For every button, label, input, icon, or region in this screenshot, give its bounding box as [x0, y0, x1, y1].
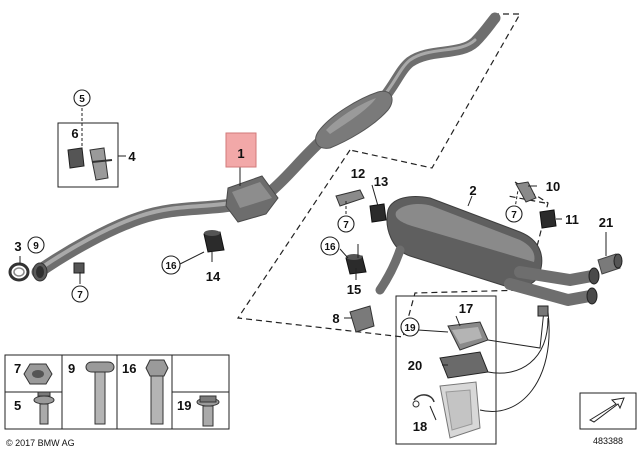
callout-1[interactable]: 1	[237, 146, 244, 161]
callout-18[interactable]: 18	[413, 419, 427, 434]
pipe-bracket-small[interactable]	[73, 262, 85, 274]
callout-7a-circle	[71, 285, 89, 303]
hex-nut-icon[interactable]	[23, 363, 53, 385]
detail-link-lines	[479, 309, 550, 412]
callout-9[interactable]: 9	[33, 241, 39, 252]
callout-4[interactable]: 4	[128, 149, 136, 164]
assembly-outline-rear	[236, 149, 549, 338]
rubber-mount-13[interactable]	[369, 203, 387, 223]
bracket-8[interactable]	[349, 305, 375, 333]
highlight-box-part-1[interactable]	[225, 132, 257, 168]
callout-19-circle	[400, 317, 420, 337]
callout-7a[interactable]: 7	[77, 290, 83, 301]
legend-label-7: 7	[14, 361, 21, 376]
legend-label-16: 16	[122, 361, 136, 376]
callout-10[interactable]: 10	[546, 179, 560, 194]
callout-9-circle	[27, 236, 45, 254]
rear-silencer[interactable]	[375, 196, 600, 306]
middle-silencer[interactable]	[315, 90, 393, 149]
rubber-mount-14[interactable]	[203, 230, 225, 253]
callout-7b[interactable]: 7	[343, 220, 349, 231]
callout-7c-circle	[505, 205, 523, 223]
callout-16a-circle	[161, 255, 181, 275]
rubber-mount-11[interactable]	[539, 209, 557, 229]
sensor-mount-point[interactable]	[537, 305, 549, 317]
callout-20[interactable]: 20	[408, 358, 422, 373]
torx-bolt-icon[interactable]	[196, 395, 220, 427]
legend-label-5: 5	[14, 398, 21, 413]
doc-number: 483388	[593, 436, 623, 446]
callout-16a[interactable]: 16	[165, 261, 177, 272]
callout-15[interactable]: 15	[347, 282, 361, 297]
callout-12[interactable]: 12	[351, 166, 365, 181]
assembly-outline-link	[507, 195, 546, 204]
heat-shield-18[interactable]	[439, 381, 481, 439]
clamp-ring[interactable]	[8, 262, 30, 282]
callout-16b[interactable]: 16	[324, 242, 336, 253]
callout-5[interactable]: 5	[79, 94, 85, 105]
mount-bracket-6[interactable]	[67, 147, 113, 181]
bracket-10[interactable]	[515, 181, 537, 203]
legend-label-9: 9	[68, 361, 75, 376]
front-pipe[interactable]	[31, 12, 501, 282]
copyright-text: © 2017 BMW AG	[6, 438, 75, 448]
sensor-housing-17[interactable]	[447, 321, 489, 351]
mount-detail-box	[57, 122, 119, 188]
orientation-arrow-icon	[588, 397, 625, 423]
sensor-detail-box	[395, 295, 497, 445]
callout-16b-circle	[320, 236, 340, 256]
bracket-12[interactable]	[335, 189, 365, 207]
tailpipe-tip[interactable]	[597, 253, 623, 275]
callout-7c[interactable]: 7	[511, 210, 517, 221]
leader-lines	[19, 108, 607, 421]
flange-bolt-icon[interactable]	[33, 391, 55, 425]
callout-6[interactable]: 6	[71, 126, 78, 141]
clip-18[interactable]	[412, 394, 435, 408]
legend-label-19: 19	[177, 398, 191, 413]
callout-7b-circle	[337, 215, 355, 233]
hex-bolt-icon[interactable]	[145, 359, 169, 425]
callout-19[interactable]: 19	[404, 323, 416, 334]
callout-17[interactable]: 17	[459, 301, 473, 316]
callout-2[interactable]: 2	[469, 183, 476, 198]
long-bolt-icon[interactable]	[85, 361, 115, 425]
callout-11[interactable]: 11	[565, 212, 579, 227]
fastener-legend	[4, 354, 230, 430]
callout-5-circle	[73, 89, 91, 107]
callout-21[interactable]: 21	[599, 215, 613, 230]
callout-3[interactable]: 3	[14, 239, 21, 254]
callout-13[interactable]: 13	[374, 174, 388, 189]
callout-14[interactable]: 14	[206, 269, 221, 284]
assembly-outline-front	[349, 13, 522, 169]
callout-8[interactable]: 8	[332, 311, 339, 326]
orientation-box	[579, 392, 637, 430]
